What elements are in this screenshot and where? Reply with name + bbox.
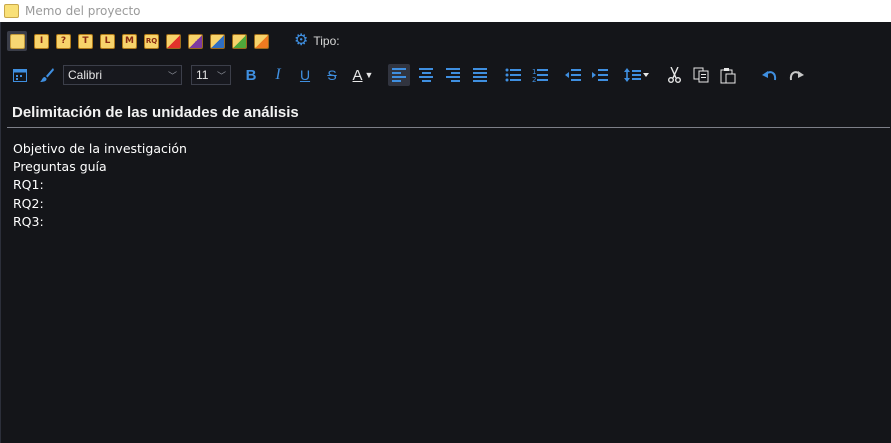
font-size-value: 11 xyxy=(196,68,209,82)
line-spacing-icon xyxy=(624,68,649,82)
indent-icon xyxy=(592,69,608,81)
chevron-down-icon: ﹀ xyxy=(167,70,177,81)
memo-type-l-button[interactable]: L xyxy=(100,33,115,49)
brush-icon xyxy=(40,68,54,82)
memo-type-toolbar: I ? T L M RQ ⚙ Tipo: xyxy=(7,30,340,52)
bold-icon: B xyxy=(245,66,257,84)
memo-type-t-button[interactable]: T xyxy=(78,33,93,49)
scissors-icon xyxy=(667,67,681,83)
outdent-icon xyxy=(565,69,581,81)
align-left-icon xyxy=(392,68,406,82)
align-left-button[interactable] xyxy=(388,64,410,86)
calendar-button[interactable] xyxy=(9,64,31,86)
memo-line: RQ1: xyxy=(13,177,44,193)
align-right-icon xyxy=(446,68,460,82)
underline-icon: U xyxy=(299,67,311,83)
bullet-list-button[interactable] xyxy=(502,64,524,86)
tipo-label: Tipo: xyxy=(313,34,340,48)
underline-button[interactable]: U xyxy=(294,64,316,86)
chevron-down-icon: ﹀ xyxy=(216,70,226,81)
undo-button[interactable] xyxy=(758,64,780,86)
memo-line: RQ3: xyxy=(13,213,44,229)
strikethrough-icon: S xyxy=(327,67,337,83)
numbered-list-icon: 12 xyxy=(532,68,548,83)
gear-icon: ⚙ xyxy=(294,32,309,49)
memo-editor: I ? T L M RQ ⚙ Tipo: Calibri ﹀ 11 ﹀ B I xyxy=(0,22,891,443)
memo-color-orange-button[interactable] xyxy=(254,33,269,49)
title-divider xyxy=(7,127,890,128)
memo-type-i-button[interactable]: I xyxy=(34,33,49,49)
align-center-button[interactable] xyxy=(415,64,437,86)
paste-icon xyxy=(720,67,736,83)
paste-button[interactable] xyxy=(717,64,739,86)
italic-icon: I xyxy=(275,66,281,83)
memo-body-editor[interactable]: Objetivo de la investigación Preguntas g… xyxy=(13,140,187,231)
font-color-icon: A xyxy=(352,66,363,84)
memo-color-green-button[interactable] xyxy=(232,33,247,49)
svg-text:2: 2 xyxy=(532,76,536,83)
copy-button[interactable] xyxy=(690,64,712,86)
memo-color-purple-button[interactable] xyxy=(188,33,203,49)
justify-icon xyxy=(473,68,487,82)
align-right-button[interactable] xyxy=(442,64,464,86)
redo-button[interactable] xyxy=(785,64,807,86)
font-color-button[interactable]: A ▼ xyxy=(348,67,378,84)
strikethrough-button[interactable]: S xyxy=(321,64,343,86)
memo-type-m-button[interactable]: M xyxy=(122,33,137,49)
tipo-selector[interactable]: ⚙ Tipo: xyxy=(294,33,340,49)
memo-type-rq-button[interactable]: RQ xyxy=(144,33,159,49)
title-bar: Memo del proyecto xyxy=(0,0,891,22)
format-painter-button[interactable] xyxy=(36,64,58,86)
redo-icon xyxy=(789,70,804,80)
justify-button[interactable] xyxy=(469,64,491,86)
memo-icon xyxy=(4,4,19,18)
font-family-select[interactable]: Calibri ﹀ xyxy=(63,65,182,85)
memo-default-icon xyxy=(9,33,25,49)
memo-type-question-button[interactable]: ? xyxy=(56,33,71,49)
italic-button[interactable]: I xyxy=(267,64,289,86)
bullet-list-icon xyxy=(505,68,521,82)
memo-type-default-button[interactable] xyxy=(7,31,27,51)
align-center-icon xyxy=(419,68,433,82)
increase-indent-button[interactable] xyxy=(589,64,611,86)
calendar-icon xyxy=(13,69,27,82)
cut-button[interactable] xyxy=(663,64,685,86)
memo-line: RQ2: xyxy=(13,195,44,211)
window-title: Memo del proyecto xyxy=(25,4,141,18)
memo-color-blue-button[interactable] xyxy=(210,33,225,49)
svg-text:1: 1 xyxy=(532,68,536,76)
copy-icon xyxy=(693,67,709,83)
line-spacing-button[interactable] xyxy=(622,64,652,86)
decrease-indent-button[interactable] xyxy=(562,64,584,86)
memo-line: Preguntas guía xyxy=(13,159,107,175)
undo-icon xyxy=(761,70,776,80)
memo-color-red-button[interactable] xyxy=(166,33,181,49)
memo-line: Objetivo de la investigación xyxy=(13,141,187,156)
format-toolbar: Calibri ﹀ 11 ﹀ B I U S A ▼ 1 xyxy=(9,64,812,86)
font-size-select[interactable]: 11 ﹀ xyxy=(191,65,231,85)
memo-title[interactable]: Delimitación de las unidades de análisis xyxy=(12,104,299,121)
font-family-value: Calibri xyxy=(68,68,103,82)
dropdown-arrow-icon: ▼ xyxy=(364,70,374,80)
bold-button[interactable]: B xyxy=(240,64,262,86)
